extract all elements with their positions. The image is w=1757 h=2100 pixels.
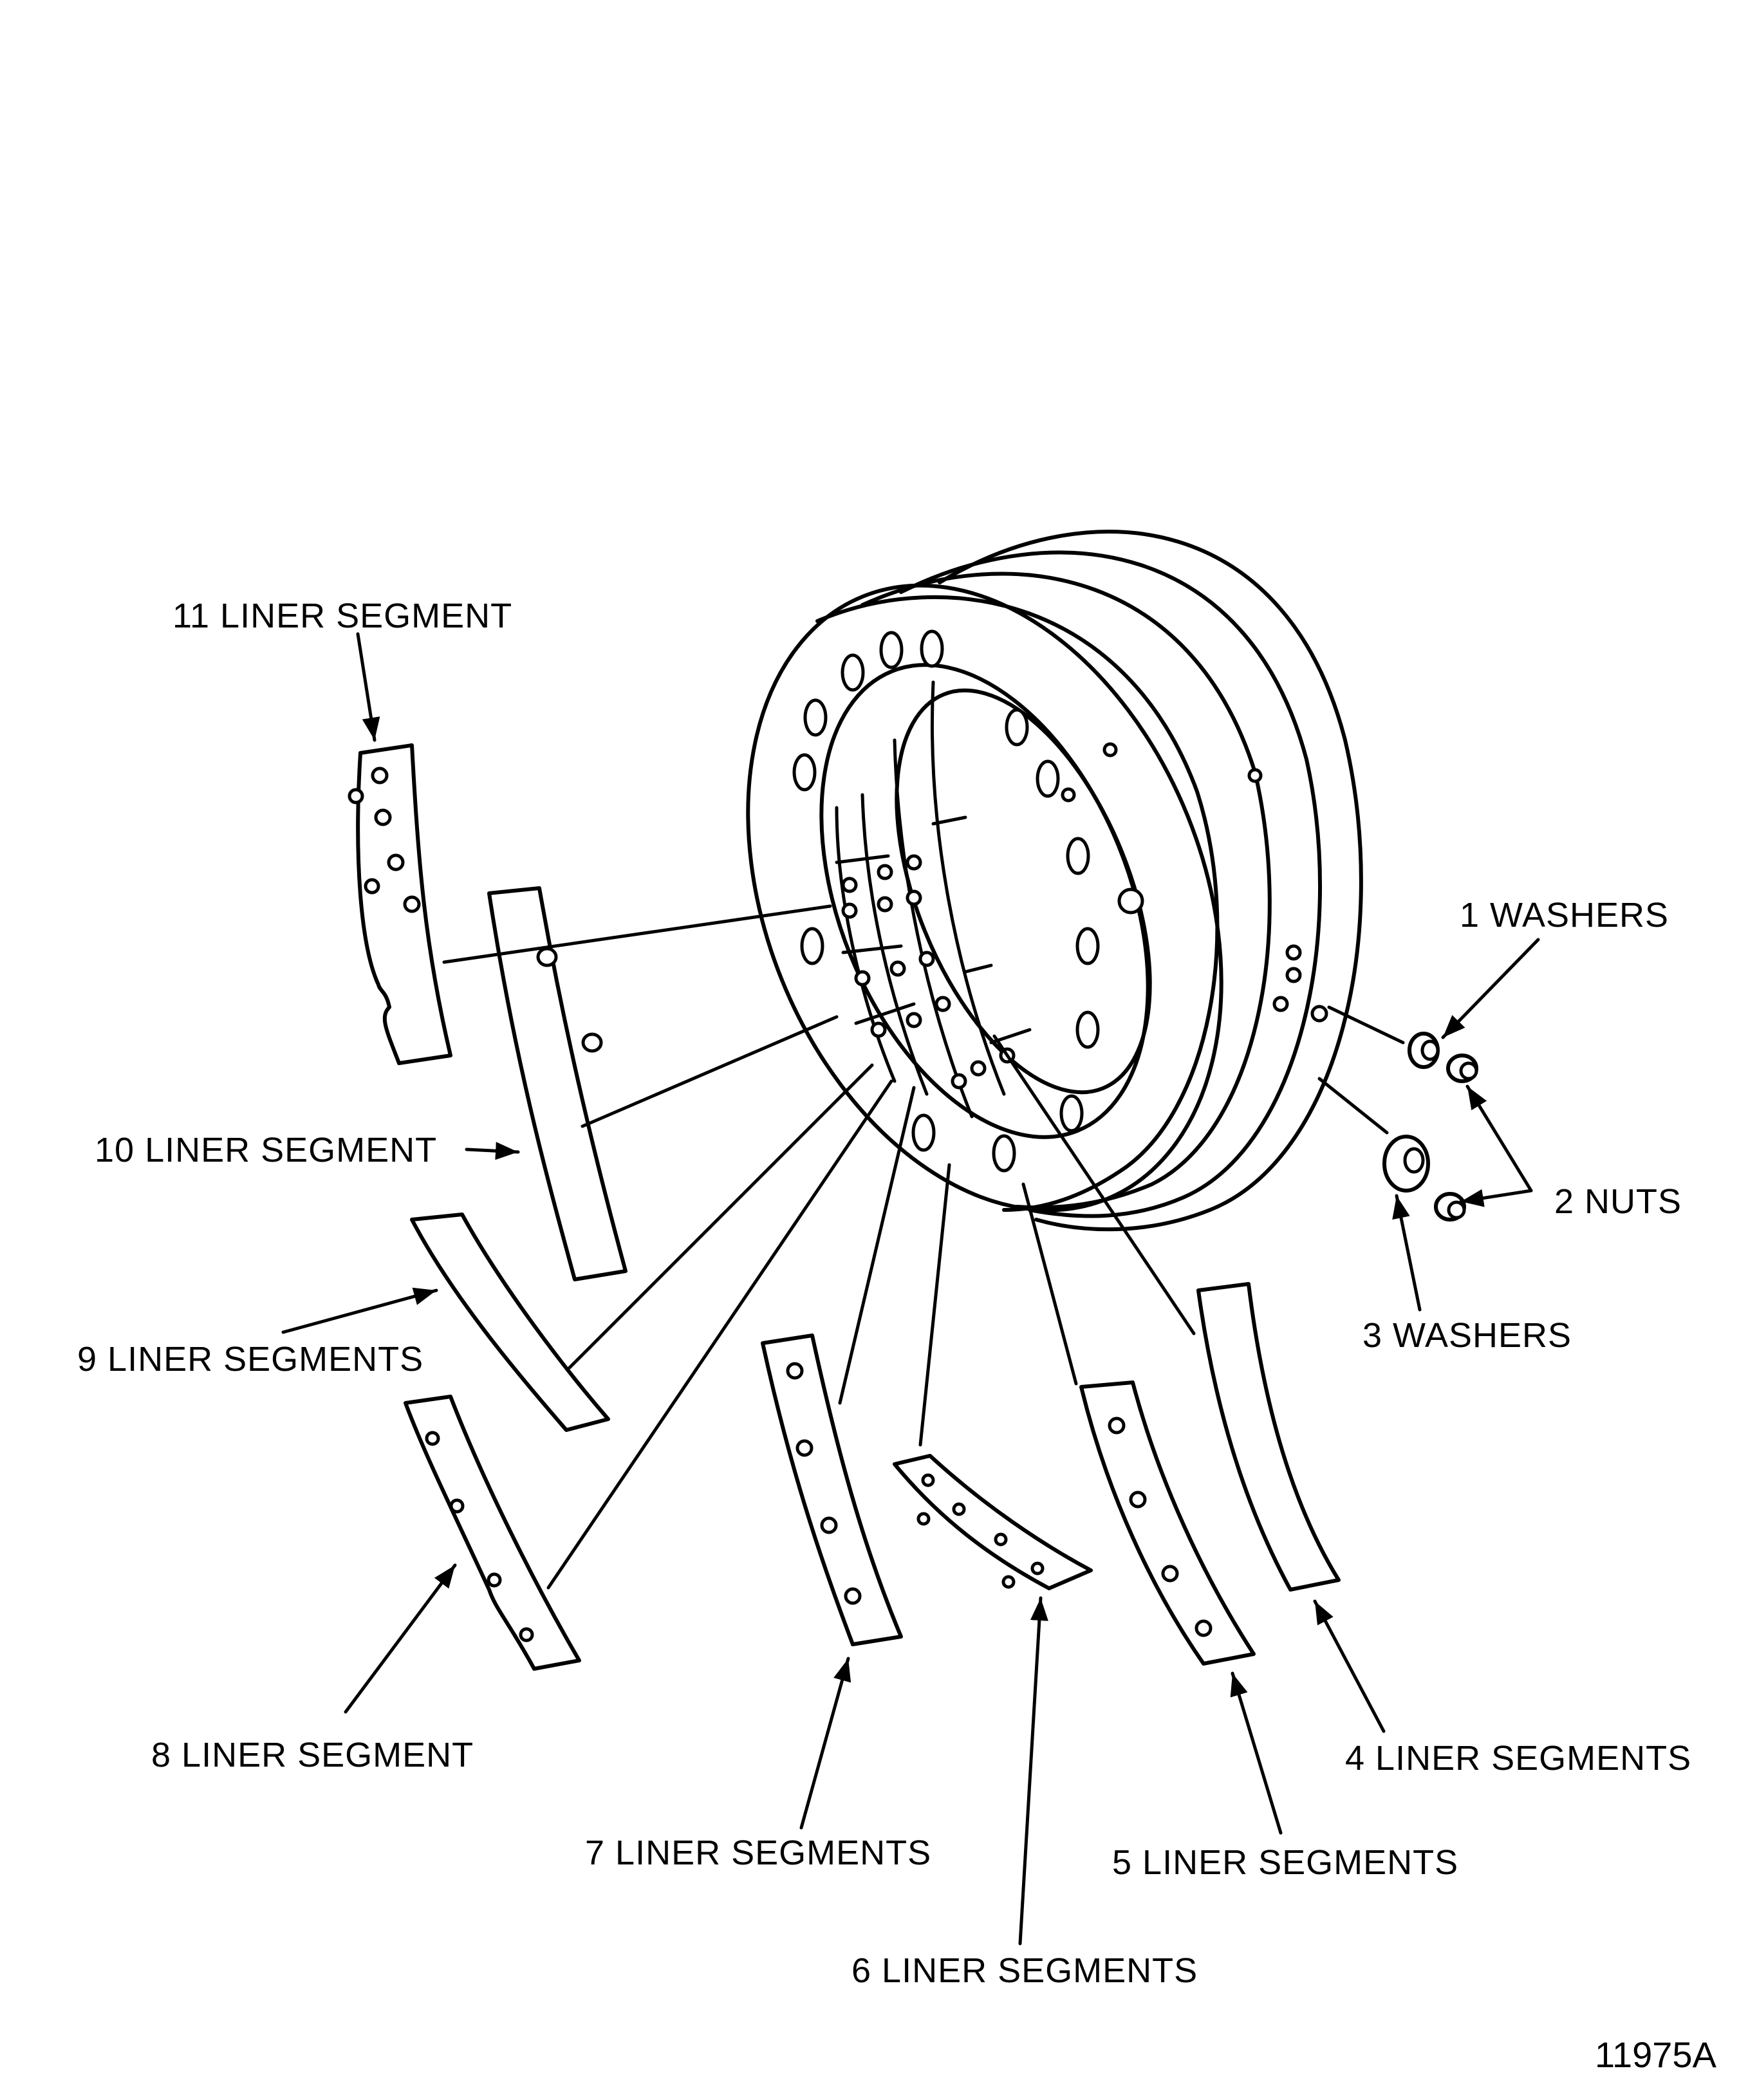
liner-segment-7	[761, 1333, 903, 1646]
callout-6-label: 6 LINER SEGMENTS	[851, 1951, 1198, 1990]
nut-2-upper	[1446, 1054, 1478, 1083]
leader-lines	[281, 632, 1540, 1946]
callout-labels: 11 LINER SEGMENT 10 LINER SEGMENT 9 LINE…	[77, 597, 1691, 1990]
ring-back-band-3	[899, 550, 1323, 1218]
callout-11-label: 11 LINER SEGMENT	[172, 597, 512, 635]
liner-segment-5	[1079, 1380, 1256, 1666]
liner-segment-4	[1196, 1282, 1341, 1592]
assembly-line-11	[442, 904, 832, 964]
callout-7-label: 7 LINER SEGMENTS	[585, 1834, 931, 1872]
callout-2-label: 2 NUTS	[1554, 1182, 1682, 1221]
assembly-line-3	[1317, 1077, 1389, 1135]
liner-segment-9	[410, 1213, 610, 1432]
leader-11	[356, 632, 380, 742]
leader-2-upper	[1465, 1084, 1533, 1193]
liner-segment-8	[404, 1395, 581, 1671]
assembly-line-4	[992, 1034, 1196, 1335]
leader-1	[1441, 938, 1540, 1039]
leader-2-lower	[1459, 1189, 1533, 1207]
assembly-line-5	[1021, 1182, 1078, 1386]
assembly-line-8	[546, 1079, 893, 1590]
installed-liner-segments	[835, 680, 1032, 1119]
leader-9	[281, 1287, 438, 1334]
callout-5-label: 5 LINER SEGMENTS	[1112, 1843, 1458, 1882]
leader-5	[1230, 1671, 1283, 1835]
washer-1	[1408, 1032, 1440, 1069]
callout-10-label: 10 LINER SEGMENT	[95, 1131, 437, 1169]
leader-7	[799, 1657, 851, 1830]
assembly-line-9	[568, 1063, 874, 1370]
ring-back-band-1	[815, 595, 1220, 1212]
leader-4	[1313, 1599, 1386, 1733]
leader-3	[1392, 1194, 1422, 1312]
callout-8-label: 8 LINER SEGMENT	[151, 1736, 474, 1774]
ring-side-holes	[1061, 742, 1328, 1023]
assembly-line-1	[1327, 1005, 1405, 1045]
assembly-line-10	[581, 1015, 839, 1128]
assembly-line-6	[918, 1163, 951, 1447]
callout-9-label: 9 LINER SEGMENTS	[77, 1340, 423, 1379]
assembly-line-7	[838, 1086, 916, 1405]
liner-segment-10	[487, 886, 628, 1281]
nut-2-lower	[1434, 1192, 1466, 1222]
ring-back-rim-outer	[938, 530, 1363, 1232]
leader-8	[344, 1563, 457, 1714]
ring-back-band-2	[860, 571, 1272, 1210]
callout-1-label: 1 WASHERS	[1460, 896, 1669, 934]
figure-number: 11975A	[1595, 2034, 1717, 2075]
callout-4-label: 4 LINER SEGMENTS	[1345, 1739, 1691, 1778]
ring-bore-depth	[895, 688, 1152, 1095]
liner-segment-6	[893, 1454, 1093, 1590]
callout-3-label: 3 WASHERS	[1362, 1316, 1572, 1355]
ring-assembly	[746, 530, 1363, 1232]
ring-front-outer	[746, 583, 1223, 1213]
ring-bolt-holes	[792, 629, 1144, 1173]
washer-3	[1382, 1135, 1430, 1193]
leader-6	[1018, 1596, 1048, 1946]
leader-10	[465, 1142, 520, 1160]
liner-segment-11	[348, 743, 452, 1065]
